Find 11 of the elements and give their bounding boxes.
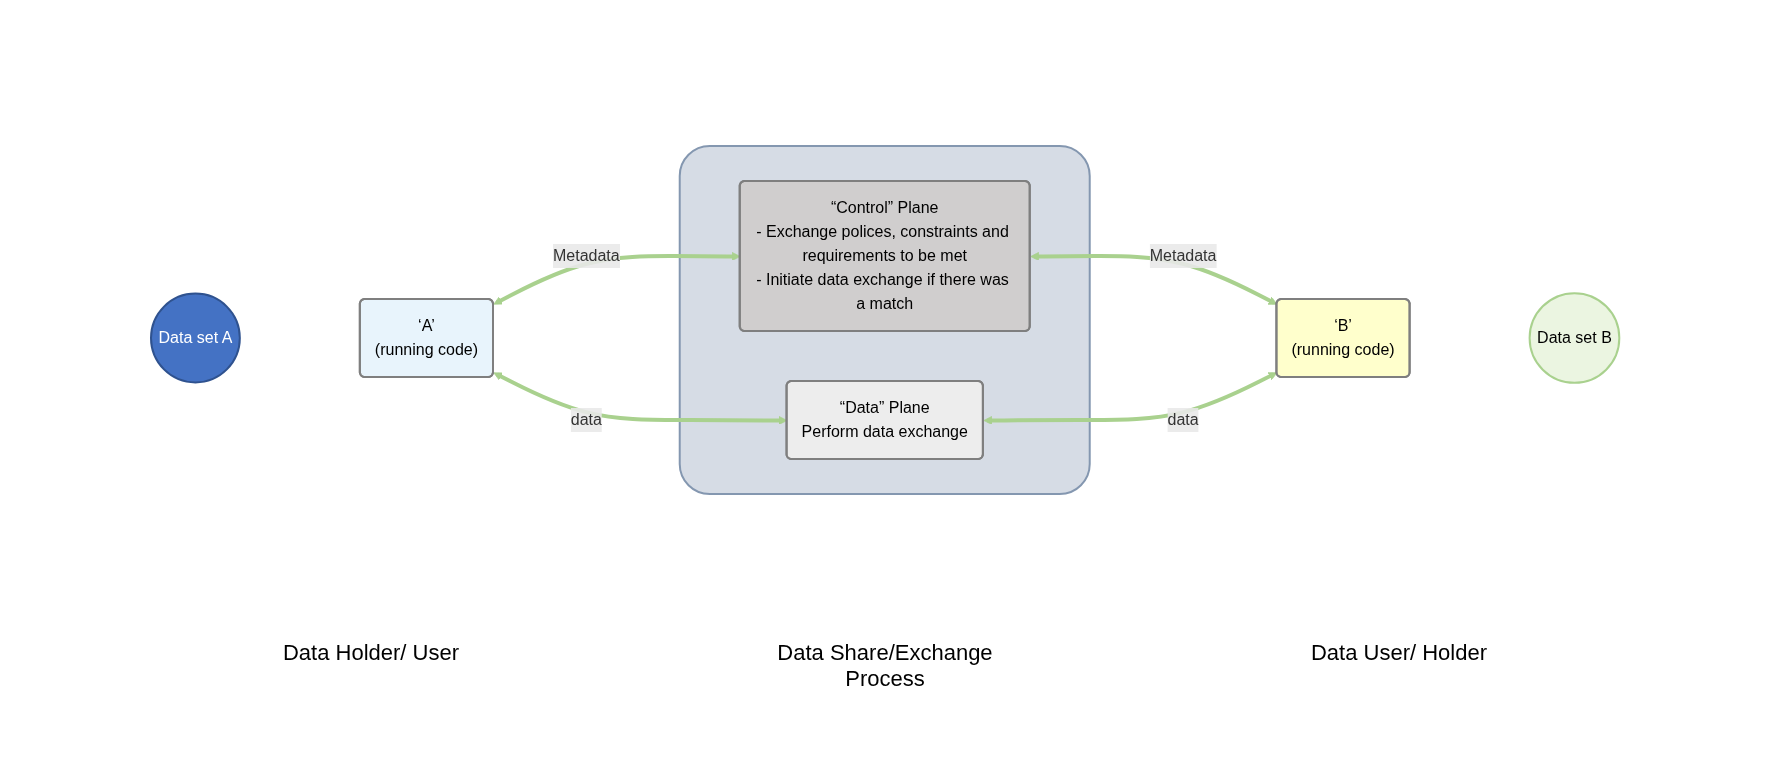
edge-label: Metadata: [1149, 247, 1217, 264]
arrow: [983, 372, 1278, 425]
brace-caption: Data Share/Exchange Process: [776, 640, 994, 692]
brace-caption: Data User/ Holder: [1310, 640, 1487, 667]
node-circle: Data set B: [1528, 292, 1621, 384]
cluster: [678, 145, 1091, 495]
node-circle: Data set A: [149, 292, 241, 384]
edge-label: data: [570, 411, 602, 428]
edge-label: data: [1167, 411, 1199, 428]
brace-caption: Data Holder/ User: [282, 640, 460, 667]
edge-label: Metadata: [552, 247, 620, 264]
